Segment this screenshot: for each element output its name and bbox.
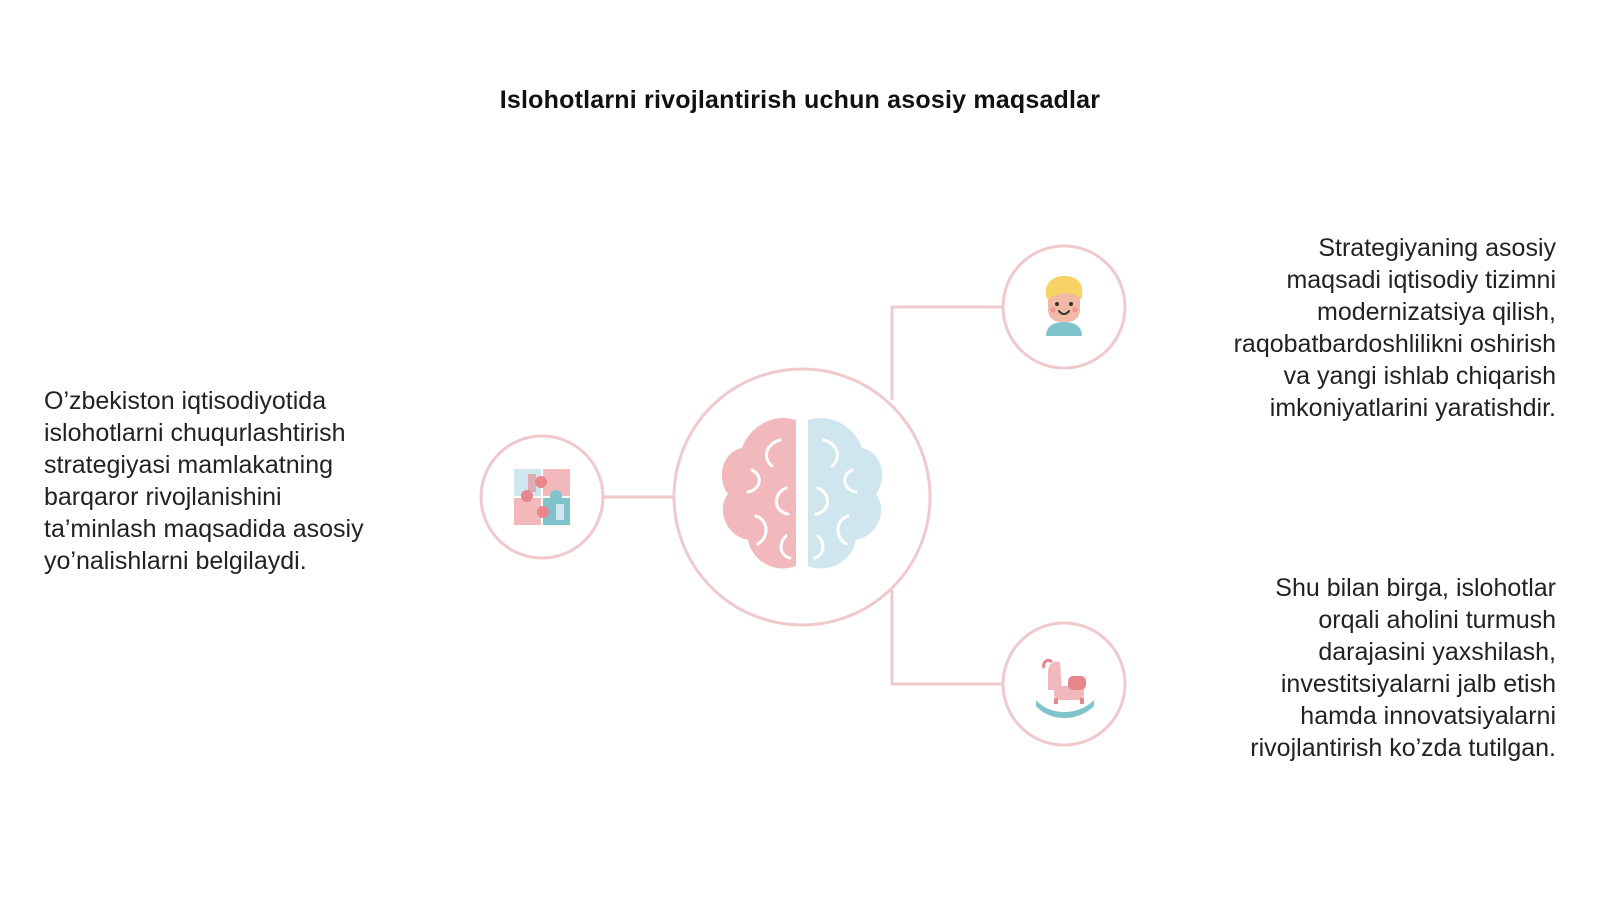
description-bottom-right: Shu bilan birga, islohotlar orqali aholi… [1250, 574, 1556, 762]
child-avatar-icon [1045, 276, 1083, 336]
connector-top-right [890, 305, 1004, 400]
connector-lines [602, 305, 1004, 686]
page-title: Islohotlarni rivojlantirish uchun asosiy… [499, 86, 1101, 114]
description-top-right: Strategiyaning asosiy maqsadi iqtisodiy … [1233, 234, 1556, 422]
left-node [479, 434, 605, 560]
connector-bottom-right [890, 590, 1004, 686]
top-right-node [1001, 244, 1127, 370]
rocking-horse-icon [1036, 658, 1094, 718]
puzzle-icon [514, 469, 570, 525]
center-node [672, 367, 932, 627]
bottom-right-node [1001, 621, 1127, 747]
brain-icon [721, 418, 883, 569]
description-left: O’zbekiston iqtisodiyotida islohotlarni … [44, 387, 364, 575]
